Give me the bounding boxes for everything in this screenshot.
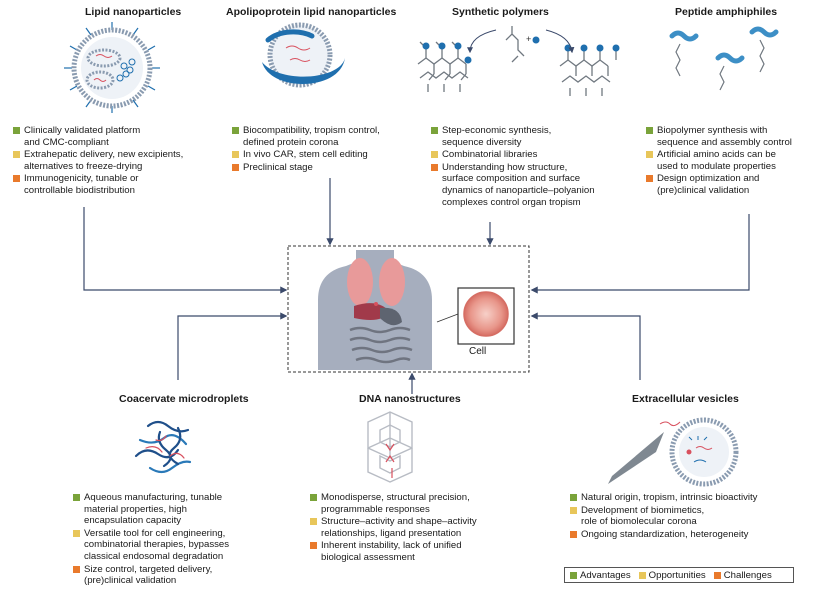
list-item: Monodisperse, structural precision, prog… <box>310 492 520 515</box>
coacervate-illustration <box>134 420 192 474</box>
dna-nanostructure-illustration <box>367 411 413 483</box>
polymer-side-groups <box>422 36 620 64</box>
list-item: Biocompatibility, tropism control, defin… <box>232 125 422 148</box>
title-vesicles: Extracellular vesicles <box>632 393 739 405</box>
list-item: Natural origin, tropism, intrinsic bioac… <box>570 492 830 504</box>
synthetic-polymers-illustration <box>417 26 617 96</box>
bullets-coacervate: Aqueous manufacturing, tunable material … <box>73 492 283 588</box>
advantage-marker <box>73 494 80 501</box>
title-lipid: Lipid nanoparticles <box>85 6 182 18</box>
advantage-marker <box>232 127 239 134</box>
challenge-marker <box>570 530 577 538</box>
advantage-marker <box>310 494 317 501</box>
lipid-nanoparticle-illustration <box>64 22 160 113</box>
list-item: In vivo CAR, stem cell editing <box>232 149 422 161</box>
advantage-marker <box>646 127 653 134</box>
extracellular-vesicles-illustration <box>608 417 739 487</box>
legend: Advantages Opportunities Challenges <box>564 567 794 583</box>
opportunity-marker <box>73 529 80 537</box>
title-polymers: Synthetic polymers <box>452 6 549 18</box>
advantage-marker <box>13 127 20 134</box>
connector-arrows <box>83 178 750 394</box>
list-item: Step-economic synthesis, sequence divers… <box>431 125 631 148</box>
peptide-amphiphiles-illustration <box>669 26 779 91</box>
list-item: Understanding how structure, surface com… <box>431 162 631 208</box>
opportunity-marker <box>232 151 239 159</box>
bullets-dna: Monodisperse, structural precision, prog… <box>310 492 520 565</box>
title-coacervate: Coacervate microdroplets <box>119 393 249 405</box>
list-item: Design optimization and (pre)clinical va… <box>646 173 831 196</box>
bullets-peptide: Biopolymer synthesis with sequence and a… <box>646 125 831 198</box>
challenge-marker <box>73 565 80 573</box>
list-item: Preclinical stage <box>232 162 422 174</box>
human-body-illustration <box>318 250 432 370</box>
list-item: Inherent instability, lack of unified bi… <box>310 540 520 563</box>
list-item: Clinically validated platform and CMC-co… <box>13 125 213 148</box>
list-item: Size control, targeted delivery, (pre)cl… <box>73 564 283 587</box>
list-item: Ongoing standardization, heterogeneity <box>570 529 830 541</box>
opportunity-marker <box>310 518 317 526</box>
list-item: Development of biomimetics, role of biom… <box>570 505 830 528</box>
list-item: Extrahepatic delivery, new excipients, a… <box>13 149 213 172</box>
list-item: Versatile tool for cell engineering, com… <box>73 528 283 563</box>
list-item: Combinatorial libraries <box>431 149 631 161</box>
opportunity-marker <box>646 151 653 159</box>
bullets-lipid: Clinically validated platform and CMC-co… <box>13 125 213 198</box>
challenge-marker <box>646 175 653 183</box>
apolipoprotein-illustration <box>262 22 345 88</box>
opportunity-marker <box>13 151 20 159</box>
legend-advantages: Advantages <box>570 570 631 581</box>
target-box <box>287 245 530 373</box>
title-dna: DNA nanostructures <box>359 393 461 405</box>
list-item: Aqueous manufacturing, tunable material … <box>73 492 283 527</box>
cell-icon <box>463 291 509 337</box>
challenge-marker <box>232 163 239 171</box>
list-item: Immunogenicity, tunable or controllable … <box>13 173 213 196</box>
list-item: Artificial amino acids can be used to mo… <box>646 149 831 172</box>
bullets-polymers: Step-economic synthesis, sequence divers… <box>431 125 631 209</box>
advantage-marker <box>431 127 438 134</box>
challenge-marker <box>431 163 438 171</box>
svg-text:+: + <box>526 34 531 44</box>
challenge-marker <box>310 542 317 550</box>
list-item: Biopolymer synthesis with sequence and a… <box>646 125 831 148</box>
list-item: Structure–activity and shape–activity re… <box>310 516 520 539</box>
title-apolipo: Apolipoprotein lipid nanoparticles <box>226 6 397 18</box>
title-peptide: Peptide amphiphiles <box>675 6 778 18</box>
legend-opportunities: Opportunities <box>638 570 706 581</box>
bullets-vesicles: Natural origin, tropism, intrinsic bioac… <box>570 492 830 541</box>
opportunity-marker <box>431 151 438 159</box>
cell-label: Cell <box>469 346 487 357</box>
opportunity-marker <box>570 506 577 514</box>
legend-challenges: Challenges <box>713 570 772 581</box>
bullets-apolipo: Biocompatibility, tropism control, defin… <box>232 125 422 174</box>
advantage-marker <box>570 494 577 501</box>
challenge-marker <box>13 175 20 183</box>
